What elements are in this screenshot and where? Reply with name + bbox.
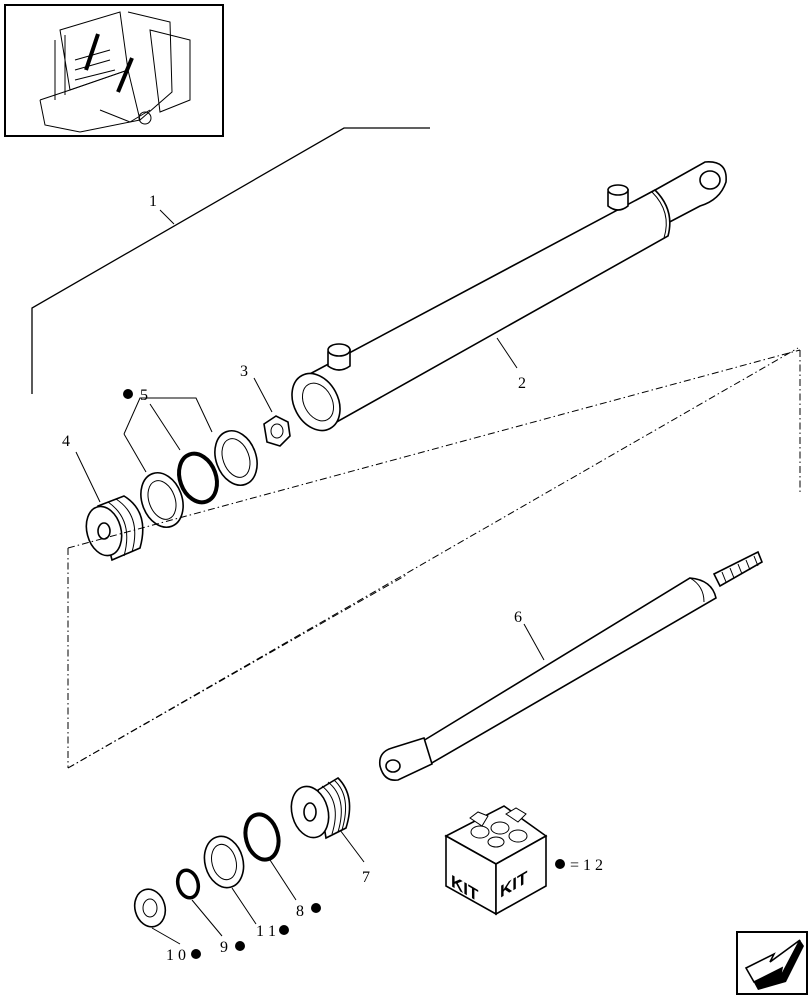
backup-ring-11: [203, 835, 245, 889]
callout-9: 9: [220, 939, 228, 956]
callout-1: 1: [149, 193, 157, 210]
kit-bullet-icon: [555, 859, 565, 869]
seal-ring-right: [214, 430, 258, 486]
kit-bullet-icon: [191, 949, 201, 959]
kit-legend: = 1 2: [570, 857, 603, 874]
callout-4: 4: [62, 433, 70, 450]
callout-10: 1 0: [166, 947, 186, 964]
kit-bullet-icon: [279, 925, 289, 935]
callout-7: 7: [362, 869, 370, 886]
kit-box-icon: KIT KIT: [444, 805, 548, 916]
kit-bullet-icon: [235, 941, 245, 951]
wiper-seal-10: [133, 888, 167, 928]
kit-bullet-icon: [311, 903, 321, 913]
callout-8: 8: [296, 903, 304, 920]
assembly-bracket-leader: [31, 127, 430, 394]
nut: [263, 415, 291, 447]
seal-ring-left: [140, 472, 184, 528]
piston: [85, 495, 144, 562]
callout-11: 1 1: [256, 923, 276, 940]
leader-5: [123, 397, 213, 473]
piston-rod: [378, 550, 764, 782]
callout-5: 5: [140, 387, 148, 404]
callout-6: 6: [514, 609, 522, 626]
cylinder-barrel: [291, 161, 727, 432]
gland: [290, 776, 351, 840]
o-ring-9: [175, 868, 201, 900]
kit-bullet-icon: [123, 389, 133, 399]
alignment-lines: [67, 347, 801, 769]
o-ring-8: [243, 812, 281, 862]
callout-2: 2: [518, 375, 526, 392]
next-page-arrow-icon[interactable]: [736, 931, 808, 995]
o-ring-black: [177, 451, 219, 505]
callout-3: 3: [240, 363, 248, 380]
baler-overview-thumbnail-icon[interactable]: [4, 4, 224, 137]
